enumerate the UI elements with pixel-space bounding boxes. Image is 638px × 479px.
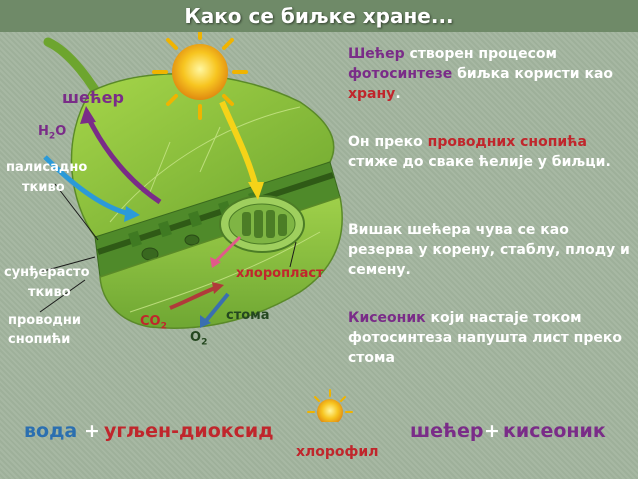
equation-water: вода — [24, 420, 78, 442]
co2-arrow — [169, 286, 216, 310]
paragraph-3: Вишак шећера чува се као резерва у корен… — [348, 222, 630, 278]
equation-plus-1: + — [84, 420, 100, 442]
label-spongy-2: ткиво — [28, 285, 71, 300]
o2-arrow — [203, 292, 230, 324]
water-arrow — [43, 155, 131, 217]
label-chloroplast: хлоропласт — [236, 266, 324, 281]
label-vascular-2: снопићи — [8, 332, 71, 347]
equation-co2: угљен-диоксид — [104, 420, 274, 442]
label-palisade-2: ткиво — [22, 180, 65, 195]
label-palisade-1: палисадно — [6, 160, 88, 175]
label-sugar: шећер — [62, 88, 124, 107]
label-vascular-1: проводни — [8, 313, 81, 328]
label-water: H2O — [38, 124, 67, 142]
paragraph-2: Он преко проводних снопића стиже до свак… — [348, 134, 611, 170]
sugar-arrow — [85, 115, 162, 205]
equation-plus-2: + — [484, 420, 500, 442]
label-stoma: стома — [226, 308, 270, 323]
equation-sugar: шећер — [410, 420, 484, 442]
slide-title: Како се биљке хране... — [184, 4, 454, 28]
sunlight-arrow — [219, 100, 259, 188]
equation-oxygen: кисеоник — [503, 420, 606, 442]
label-o2: O2 — [190, 330, 208, 348]
title-bar — [0, 0, 638, 32]
sun-icon — [307, 389, 353, 422]
sun-icon — [152, 32, 248, 120]
leaf-diagram — [39, 32, 353, 422]
paragraph-1: Шећер створен процесом фотосинтезе биљка… — [348, 46, 614, 102]
label-spongy-1: сунђерасто — [4, 265, 90, 280]
label-co2: CO2 — [140, 314, 167, 332]
equation-catalyst: хлорофил — [296, 444, 379, 460]
paragraph-4: Кисеоник који настаје током фотосинтеза … — [348, 310, 622, 366]
